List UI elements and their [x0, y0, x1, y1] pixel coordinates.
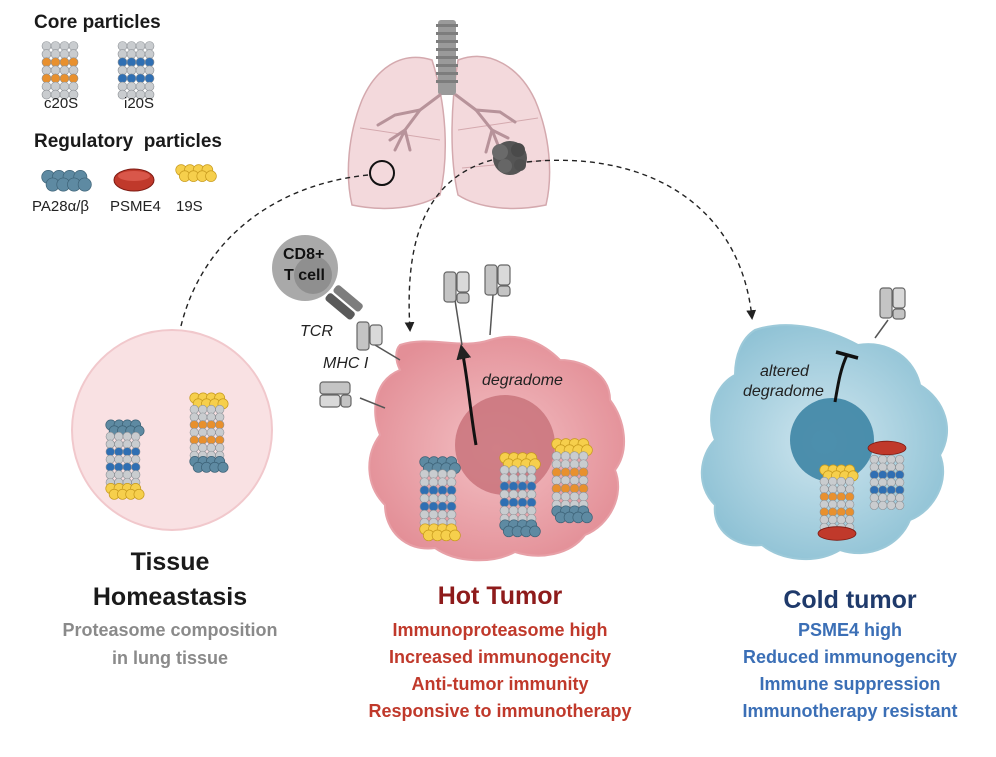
- hot-desc-line1: Immunoproteasome high: [392, 620, 608, 640]
- tcr-label: TCR: [300, 323, 333, 340]
- mhc-label: MHC I: [323, 355, 369, 372]
- legend-label-psme4: PSME4: [110, 198, 161, 215]
- legend-label-c20s: c20S: [44, 95, 79, 112]
- cold-proteasome-1: [817, 464, 859, 541]
- mhc-receptor: [484, 264, 511, 336]
- legend-19s-icon: [175, 164, 217, 182]
- tissue-desc-line2: in lung tissue: [111, 648, 228, 668]
- hot-proteasome-1: [419, 456, 461, 542]
- tcell-label-cd8: CD8+: [283, 246, 325, 263]
- left-lung: [347, 56, 447, 210]
- legend-i20s-icon: [117, 41, 155, 100]
- bronchial-tree: [376, 93, 517, 154]
- degradome-arrow: [456, 344, 478, 446]
- cold-desc-line1: PSME4 high: [797, 620, 902, 640]
- legend-label-pa28: PA28α/β: [32, 198, 90, 215]
- trachea: [436, 20, 458, 95]
- cold-desc-line2: Reduced immunogencity: [742, 647, 958, 667]
- tissue-desc-line1: Proteasome composition: [62, 620, 278, 640]
- mhc-receptor: [443, 271, 470, 346]
- hot-tumor-title: Hot Tumor: [437, 582, 563, 610]
- arrow-to-cold: [526, 159, 757, 320]
- hot-desc-line3: Anti-tumor immunity: [411, 674, 589, 694]
- tcr-receptor: [325, 285, 363, 320]
- arrow-to-tissue: [174, 174, 369, 342]
- legend-label-i20s: i20S: [124, 95, 155, 112]
- hot-desc-line4: Responsive to immunotherapy: [368, 701, 632, 721]
- tcell-label-tcell: T cell: [284, 267, 325, 284]
- altered-degradome-inhibition: [833, 350, 859, 403]
- altered-label: altered: [760, 363, 809, 380]
- cold-proteasome-2: [867, 440, 907, 510]
- hot-proteasome-3: [551, 438, 593, 524]
- dashed-arrows: [174, 159, 757, 342]
- tumor-mass: [492, 141, 527, 175]
- legend-label-19s: 19S: [176, 198, 203, 215]
- mhc-receptor: [319, 381, 386, 409]
- legend-c20s-icon: [41, 41, 79, 100]
- t-cell: [272, 235, 338, 301]
- hot-desc-line2: Increased immunogencity: [388, 647, 612, 667]
- healthy-region-marker: [369, 160, 395, 186]
- legend-psme4-icon: [113, 168, 155, 192]
- regulatory-particles-title: Regulatory particles: [34, 131, 222, 152]
- hot-proteasome-2: [499, 452, 541, 538]
- right-lung: [451, 55, 551, 210]
- degradome-label: degradome: [482, 372, 563, 389]
- cold-desc-line4: Immunotherapy resistant: [742, 701, 958, 721]
- tissue-title-line1: Tissue: [130, 548, 210, 576]
- altered-degradome-label: degradome: [743, 383, 824, 400]
- proteasome-layer: [41, 41, 907, 542]
- tissue-cell: [71, 329, 273, 531]
- core-particles-title: Core particles: [34, 12, 161, 33]
- tissue-proteasome-c20s: [189, 392, 229, 473]
- tissue-proteasome-i20s: [105, 419, 145, 500]
- cold-tumor-title: Cold tumor: [783, 586, 917, 614]
- mhc-receptor: [356, 321, 401, 361]
- tissue-title-line2: Homeastasis: [92, 583, 248, 611]
- cold-desc-line3: Immune suppression: [759, 674, 941, 694]
- mhc-receptor: [874, 287, 906, 339]
- lungs-illustration: [347, 20, 551, 210]
- cold-nucleus: [790, 398, 874, 482]
- legend-pa28-icon: [41, 170, 92, 192]
- mhc-receptors: [319, 264, 906, 409]
